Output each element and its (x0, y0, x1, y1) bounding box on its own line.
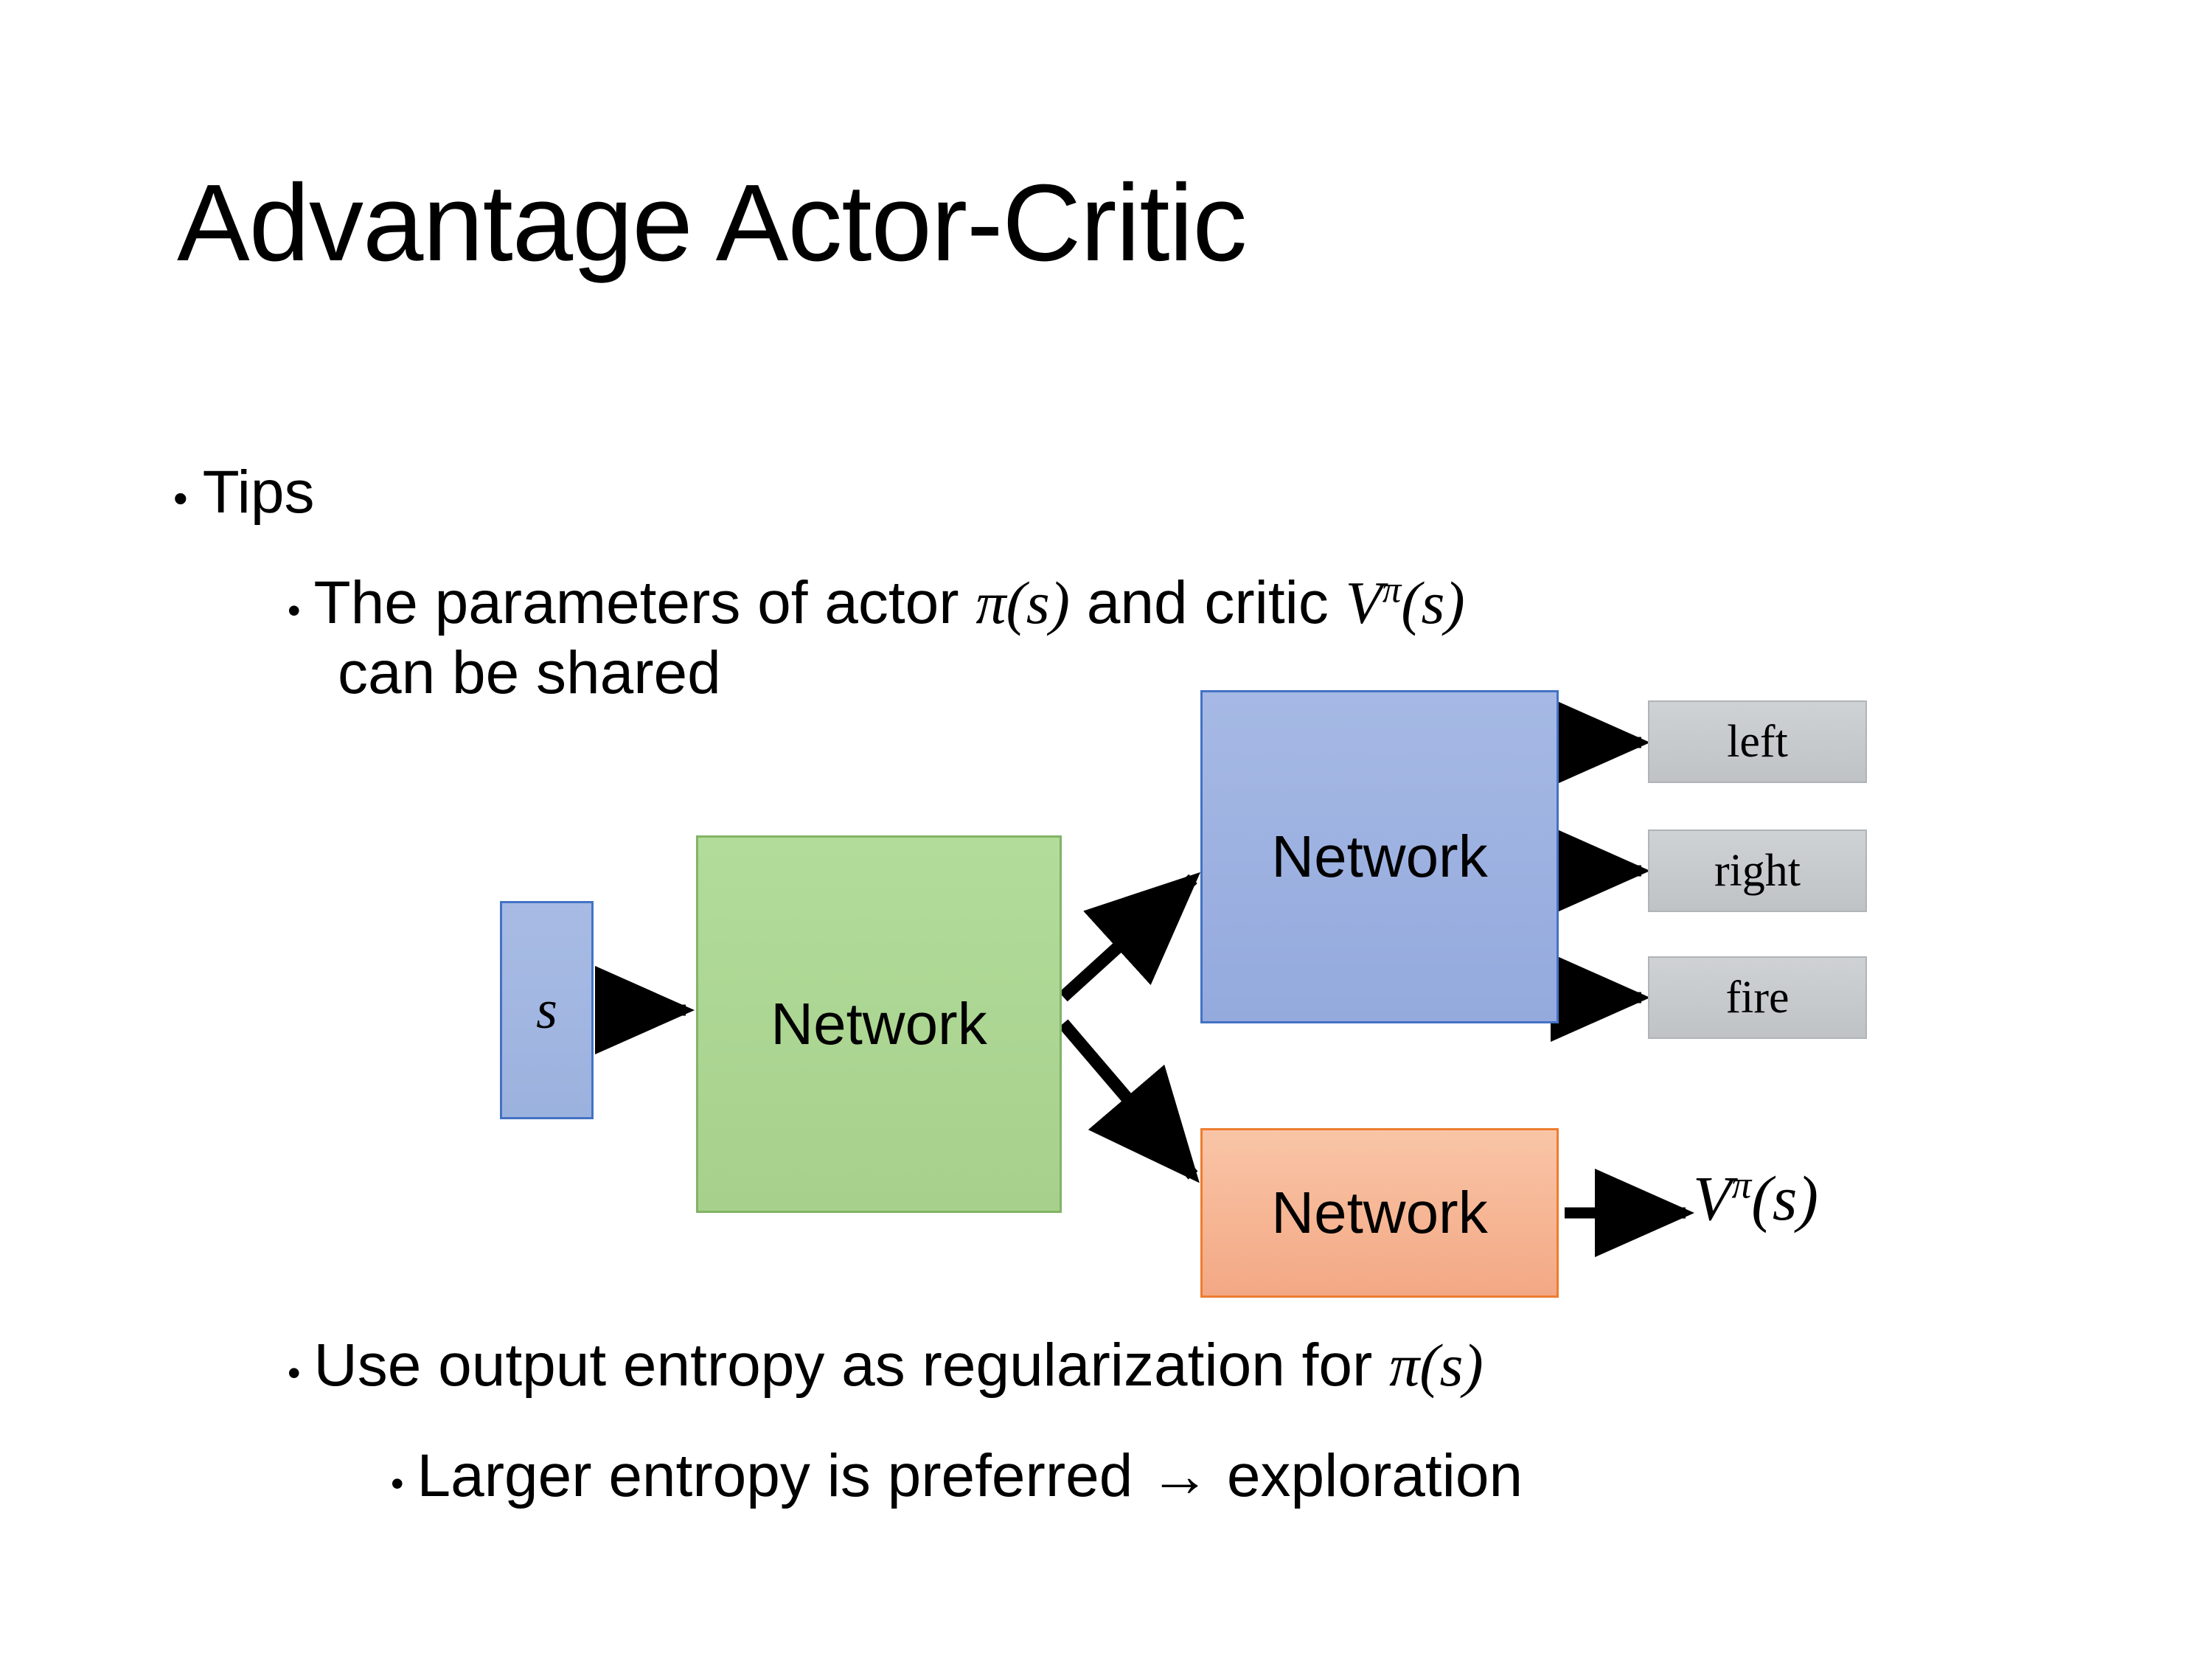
math-actor-pi-s: π(s) (975, 569, 1070, 636)
bullet-parameters-text-middle: and critic (1069, 569, 1346, 636)
value-output-argument: (s) (1751, 1163, 1819, 1234)
shared-network-box: Network (696, 835, 1062, 1213)
state-input-box: s (500, 901, 594, 1119)
bullet-marker-icon: • (173, 475, 188, 521)
actor-network-box: Network (1200, 690, 1559, 1023)
shared-network-label: Network (771, 991, 987, 1057)
state-label: s (536, 979, 557, 1040)
bullet-parameters-text-before: The parameters of actor (313, 569, 976, 636)
bullet-marker-icon: • (288, 590, 301, 631)
math-critic-base: V (1345, 569, 1382, 636)
action-box-left: left (1648, 700, 1867, 783)
critic-network-box: Network (1200, 1128, 1559, 1298)
math-entropy-pi-s: π(s) (1389, 1332, 1484, 1399)
bullet-parameters-text-after: can be shared (338, 639, 721, 707)
action-label-fire: fire (1725, 972, 1790, 1023)
bullet-marker-icon: • (288, 1352, 301, 1394)
bullet-parameters-shared: • The parameters of actor π(s) and critic… (288, 568, 2094, 708)
action-label-right: right (1714, 845, 1801, 896)
bullet-entropy-text: Use output entropy as regularization for (313, 1332, 1390, 1399)
action-label-left: left (1727, 716, 1788, 767)
math-critic-argument: (s) (1401, 569, 1465, 636)
value-output-superscript: π (1731, 1162, 1752, 1207)
bullet-marker-icon: • (391, 1463, 404, 1504)
arrow-shared-to-actor-network (1059, 872, 1201, 1002)
bullet-tips-label: Tips (202, 459, 315, 526)
bullet-entropy-regularization: • Use output entropy as regularization fo… (288, 1331, 1484, 1400)
critic-network-label: Network (1271, 1180, 1488, 1245)
arrow-shared-to-critic-network (1058, 1019, 1200, 1183)
action-box-fire: fire (1648, 956, 1867, 1039)
action-box-right: right (1648, 830, 1867, 912)
value-output-base: V (1693, 1163, 1732, 1234)
page-title: Advantage Actor-Critic (177, 162, 1247, 284)
value-function-output-label: Vπ(s) (1693, 1161, 1818, 1235)
bullet-tips: • Tips (173, 459, 314, 526)
math-critic-v-pi-s: Vπ(s) (1346, 569, 1465, 636)
math-critic-superscript: π (1382, 568, 1402, 611)
bullet-larger-entropy-text: Larger entropy is preferred → exploratio… (417, 1442, 1523, 1509)
actor-network-label: Network (1271, 824, 1488, 889)
bullet-larger-entropy: • Larger entropy is preferred → explorati… (391, 1441, 1523, 1511)
